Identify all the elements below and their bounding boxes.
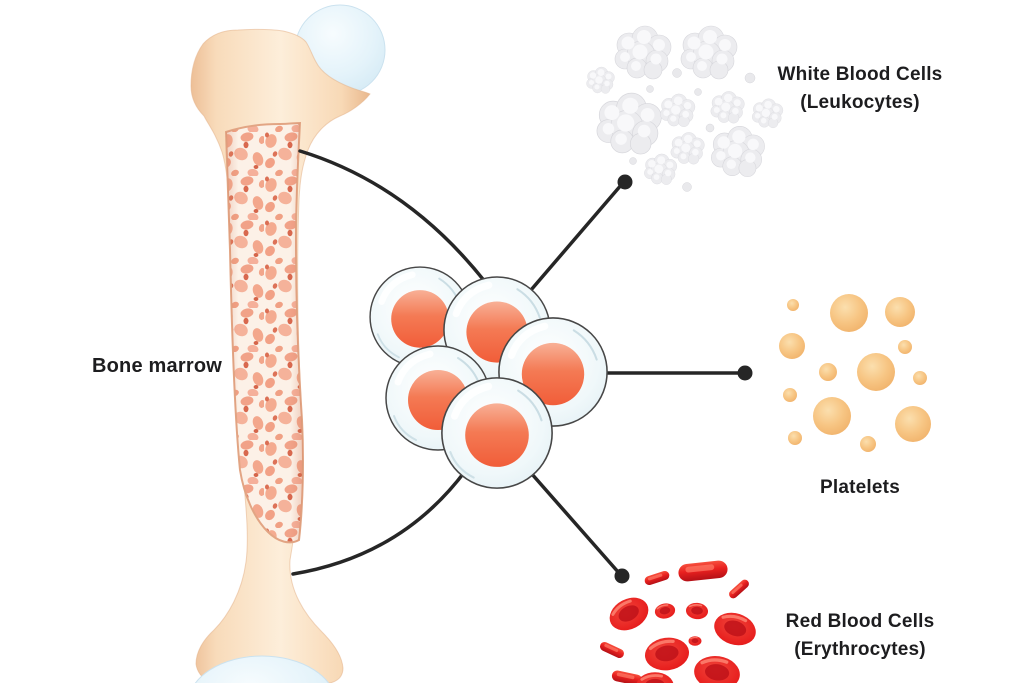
connector-bone-to-cells-lower (291, 468, 468, 576)
red-blood-cells-label: Red Blood Cells (Erythrocytes) (742, 608, 978, 664)
connector-cells-to-wbc (529, 182, 624, 292)
white-blood-cells-label: White Blood Cells (Leukocytes) (742, 61, 978, 117)
bone-marrow-cutaway (224, 121, 304, 544)
wbc-label-line2: (Leukocytes) (800, 92, 920, 113)
connector-bone-to-cells-upper (298, 149, 488, 285)
platelets-label: Platelets (742, 474, 978, 502)
stem-cell-cluster (370, 267, 607, 488)
connector-cells-to-rbc (529, 471, 621, 575)
connector-lines (291, 149, 753, 584)
white-blood-cells-group (586, 25, 784, 192)
bone-illustration (190, 4, 386, 683)
wbc-label-line1: White Blood Cells (777, 64, 943, 85)
bone-marrow-label-text: Bone marrow (91, 355, 222, 377)
platelets-group (779, 294, 931, 452)
platelets-label-text: Platelets (820, 477, 900, 498)
platelet-pointer-dot (737, 365, 753, 381)
femur-bottom-cartilage (194, 655, 330, 683)
wbc-pointer-dot (617, 174, 633, 190)
rbc-label-line2: (Erythrocytes) (794, 639, 926, 660)
rbc-label-line1: Red Blood Cells (785, 611, 935, 632)
bone-marrow-label: Bone marrow (62, 352, 252, 380)
rbc-pointer-dot (614, 568, 630, 584)
